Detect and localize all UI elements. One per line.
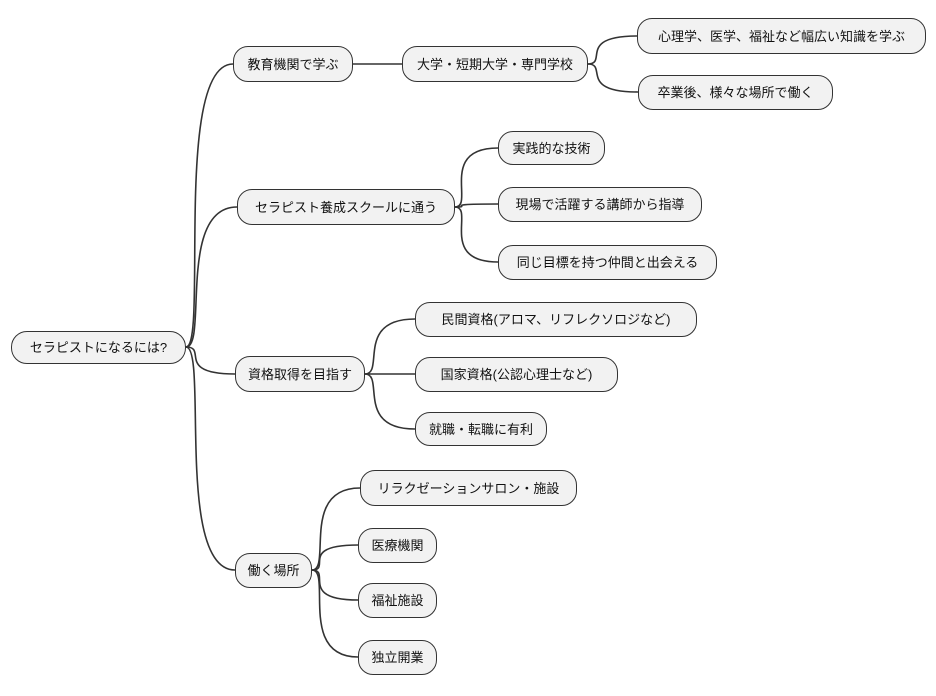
edge-root-to-qualification: [185, 346, 236, 375]
node-branch-education: 教育機関で学ぶ: [233, 46, 353, 82]
node-branch-training-school: セラピスト養成スクールに通う: [237, 189, 455, 225]
leaf-private-qualifications: 民間資格(アロマ、リフレクソロジなど): [415, 302, 697, 337]
edge-root-to-school: [185, 206, 238, 348]
edge-university-to-graduation: [587, 63, 639, 93]
edge-school-to-instructors: [454, 203, 499, 208]
leaf-active-instructors: 現場で活躍する講師から指導: [498, 187, 702, 222]
edge-university-to-knowledge: [587, 35, 638, 65]
edge-root-to-education: [185, 63, 234, 348]
edge-workplace-to-medical: [311, 544, 359, 571]
edge-qualification-to-private: [364, 318, 416, 375]
leaf-broad-knowledge: 心理学、医学、福祉など幅広い知識を学ぶ: [637, 18, 926, 54]
leaf-national-qualifications: 国家資格(公認心理士など): [415, 357, 618, 392]
node-root: セラピストになるには?: [11, 331, 186, 364]
leaf-practical-skills: 実践的な技術: [498, 131, 605, 165]
leaf-medical-institutions: 医療機関: [358, 528, 437, 563]
leaf-work-after-graduation: 卒業後、様々な場所で働く: [638, 75, 833, 110]
edge-school-to-peers: [454, 206, 499, 263]
leaf-relaxation-salon: リラクゼーションサロン・施設: [360, 470, 577, 506]
edge-qualification-to-career: [364, 373, 416, 430]
node-branch-qualifications: 資格取得を目指す: [235, 356, 365, 392]
leaf-independent-business: 独立開業: [358, 640, 437, 675]
edge-school-to-skills: [454, 147, 499, 208]
edge-workplace-to-independent: [311, 569, 359, 658]
leaf-meet-peers: 同じ目標を持つ仲間と出会える: [498, 245, 717, 280]
node-branch-workplaces: 働く場所: [235, 553, 312, 588]
node-university: 大学・短期大学・専門学校: [402, 46, 588, 82]
edge-workplace-to-salon: [311, 487, 361, 571]
leaf-welfare-facilities: 福祉施設: [358, 583, 437, 618]
edge-root-to-workplace: [185, 346, 236, 571]
leaf-career-advantage: 就職・転職に有利: [415, 412, 547, 446]
